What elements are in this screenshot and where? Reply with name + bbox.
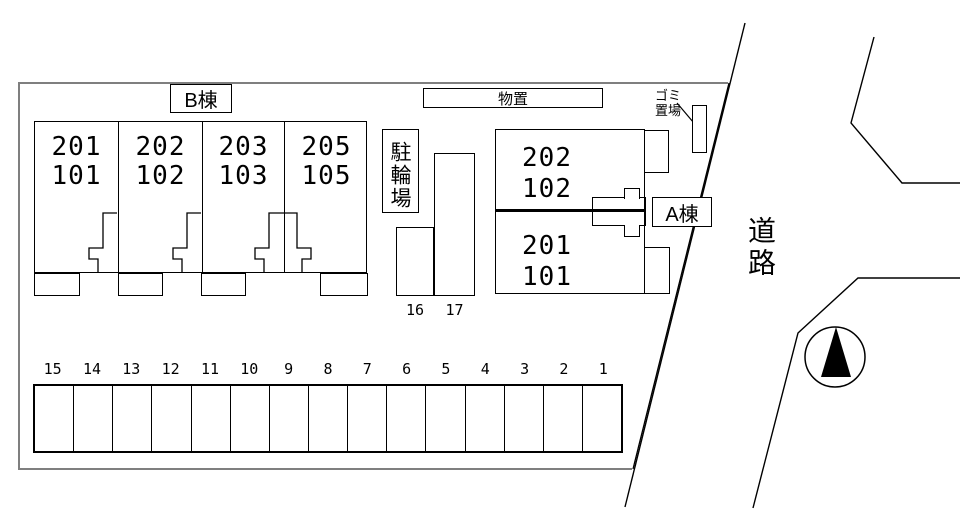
parking-space bbox=[386, 386, 425, 451]
unit-number: 101 bbox=[51, 161, 102, 191]
porch bbox=[320, 273, 368, 296]
building-b-unit-1: 201 101 bbox=[35, 122, 118, 272]
parking-space bbox=[347, 386, 386, 451]
unit-number: 205 bbox=[301, 132, 352, 162]
parking-space bbox=[268, 386, 308, 451]
parking-space bbox=[542, 386, 582, 451]
parking-space-number: 12 bbox=[161, 360, 180, 378]
parking-space-number: 2 bbox=[559, 360, 569, 378]
parking-space-number: 3 bbox=[520, 360, 530, 378]
building-a-label: A棟 bbox=[652, 197, 712, 227]
garbage-label: ゴミ 置場 bbox=[650, 88, 686, 118]
unit-number: 203 bbox=[218, 132, 269, 162]
unit-number: 201 bbox=[51, 132, 102, 162]
building-b-unit-4: 205 105 bbox=[284, 122, 368, 272]
parking-space bbox=[151, 386, 190, 451]
parking-space bbox=[35, 386, 73, 451]
building-b-label: B棟 bbox=[170, 84, 232, 113]
parking-space-number: 15 bbox=[43, 360, 62, 378]
porch bbox=[118, 273, 163, 296]
parking-space bbox=[190, 386, 230, 451]
parking-space-number: 8 bbox=[323, 360, 333, 378]
unit-number: 101 bbox=[522, 262, 572, 292]
storage-box: 物置 bbox=[423, 88, 603, 108]
parking-space bbox=[503, 386, 543, 451]
unit-number: 202 bbox=[522, 143, 572, 173]
north-arrow-icon bbox=[804, 326, 866, 388]
road-label: 道路 bbox=[745, 216, 776, 280]
parking-space-number: 17 bbox=[445, 301, 464, 319]
garbage-label-line2: 置場 bbox=[654, 102, 681, 118]
garbage-box bbox=[692, 105, 707, 153]
unit-number: 103 bbox=[218, 161, 269, 191]
porch bbox=[34, 273, 80, 296]
parking-space bbox=[112, 386, 151, 451]
parking-space-number: 9 bbox=[284, 360, 294, 378]
building-a-wing-top bbox=[644, 130, 669, 173]
parking-space bbox=[464, 386, 504, 451]
unit-number: 102 bbox=[135, 161, 186, 191]
parking-space-number: 13 bbox=[122, 360, 141, 378]
building-b-unit-2: 202 102 bbox=[118, 122, 202, 272]
parking-space bbox=[581, 386, 621, 451]
parking-space-number: 11 bbox=[200, 360, 219, 378]
unit-number: 202 bbox=[135, 132, 186, 162]
building-b: 201 101 202 102 203 103 205 105 bbox=[34, 121, 367, 273]
parking-space-number: 14 bbox=[82, 360, 102, 378]
building-a-unit-top: 202 102 bbox=[497, 143, 597, 205]
building-a-entrance-step-top bbox=[624, 188, 640, 199]
parking-space bbox=[307, 386, 347, 451]
unit-number: 105 bbox=[301, 161, 352, 191]
parking-space bbox=[73, 386, 112, 451]
building-a-entrance-step-bottom bbox=[624, 224, 640, 237]
road-right-edge-lower bbox=[752, 277, 960, 509]
building-b-unit-3: 203 103 bbox=[202, 122, 284, 272]
porch bbox=[201, 273, 246, 296]
parking-space-number: 4 bbox=[480, 360, 490, 378]
space-17-structure bbox=[434, 153, 475, 296]
unit-number: 201 bbox=[522, 231, 572, 261]
space-16-structure bbox=[396, 227, 434, 296]
parking-space bbox=[229, 386, 269, 451]
bicycle-parking-box: 駐輪場 bbox=[382, 129, 419, 213]
parking-space-number: 7 bbox=[362, 360, 372, 378]
parking-space-number: 10 bbox=[240, 360, 259, 378]
unit-number: 102 bbox=[522, 174, 572, 204]
garbage-label-line1: ゴミ bbox=[654, 88, 681, 103]
parking-space-number: 1 bbox=[598, 360, 608, 378]
parking-space-number: 5 bbox=[441, 360, 451, 378]
road-right-edge-upper bbox=[850, 36, 960, 184]
parking-space bbox=[425, 386, 464, 451]
building-a-floor-divider bbox=[495, 209, 646, 212]
parking-row bbox=[33, 384, 623, 453]
building-a-wing-bottom bbox=[644, 247, 670, 294]
building-a-unit-bottom: 201 101 bbox=[497, 231, 597, 293]
parking-number-row: 15 14 13 12 11 10 9 8 7 6 5 4 3 2 1 bbox=[33, 360, 623, 378]
parking-space-number: 6 bbox=[402, 360, 412, 378]
parking-space-number: 16 bbox=[405, 301, 425, 319]
